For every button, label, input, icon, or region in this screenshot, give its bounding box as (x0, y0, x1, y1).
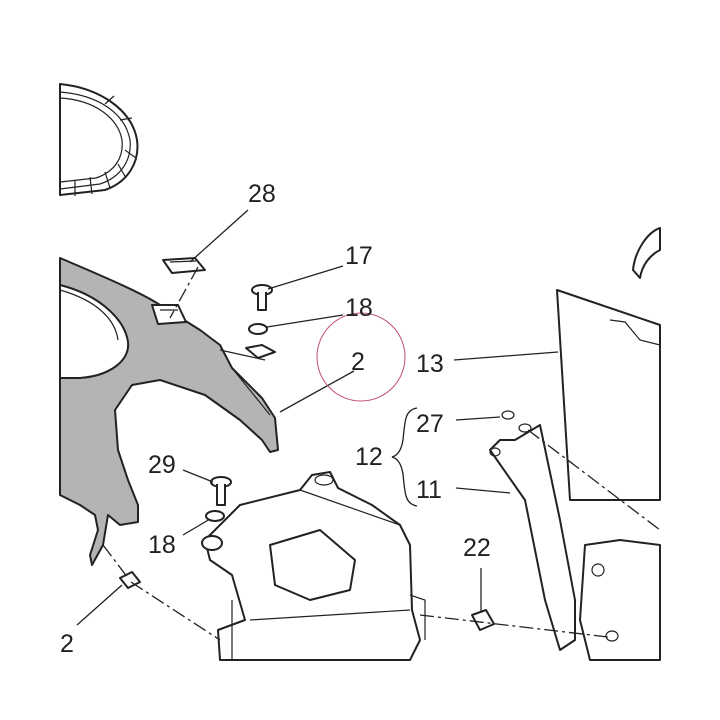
callout-2-lower: 2 (60, 630, 74, 658)
callout-18-lower: 18 (148, 531, 176, 559)
callout-2-upper: 2 (351, 348, 365, 376)
screw-part-17 (245, 284, 276, 359)
callout-12: 12 (355, 443, 383, 471)
callout-labels: 28 17 18 2 13 27 12 11 29 18 22 2 (60, 180, 491, 658)
fairing-piece (579, 539, 661, 661)
leader-lines (76, 209, 559, 626)
callout-11: 11 (416, 476, 442, 504)
bracket-panel (201, 471, 426, 661)
highlight-circle (316, 312, 406, 402)
tank-cover-part (59, 257, 279, 566)
nut-part-22 (471, 609, 495, 631)
callout-28: 28 (248, 180, 276, 208)
callout-17: 17 (345, 242, 373, 270)
callout-27: 27 (416, 410, 444, 438)
side-panel-part-13 (556, 227, 661, 501)
strip-part-11 (489, 410, 576, 651)
screw-part-29 (205, 476, 232, 522)
callout-22: 22 (463, 534, 491, 562)
fuel-ring-part (59, 83, 139, 196)
callout-13: 13 (416, 350, 444, 378)
callout-18-upper: 18 (345, 294, 373, 322)
assembly-lines (102, 266, 661, 641)
callout-29: 29 (148, 451, 176, 479)
